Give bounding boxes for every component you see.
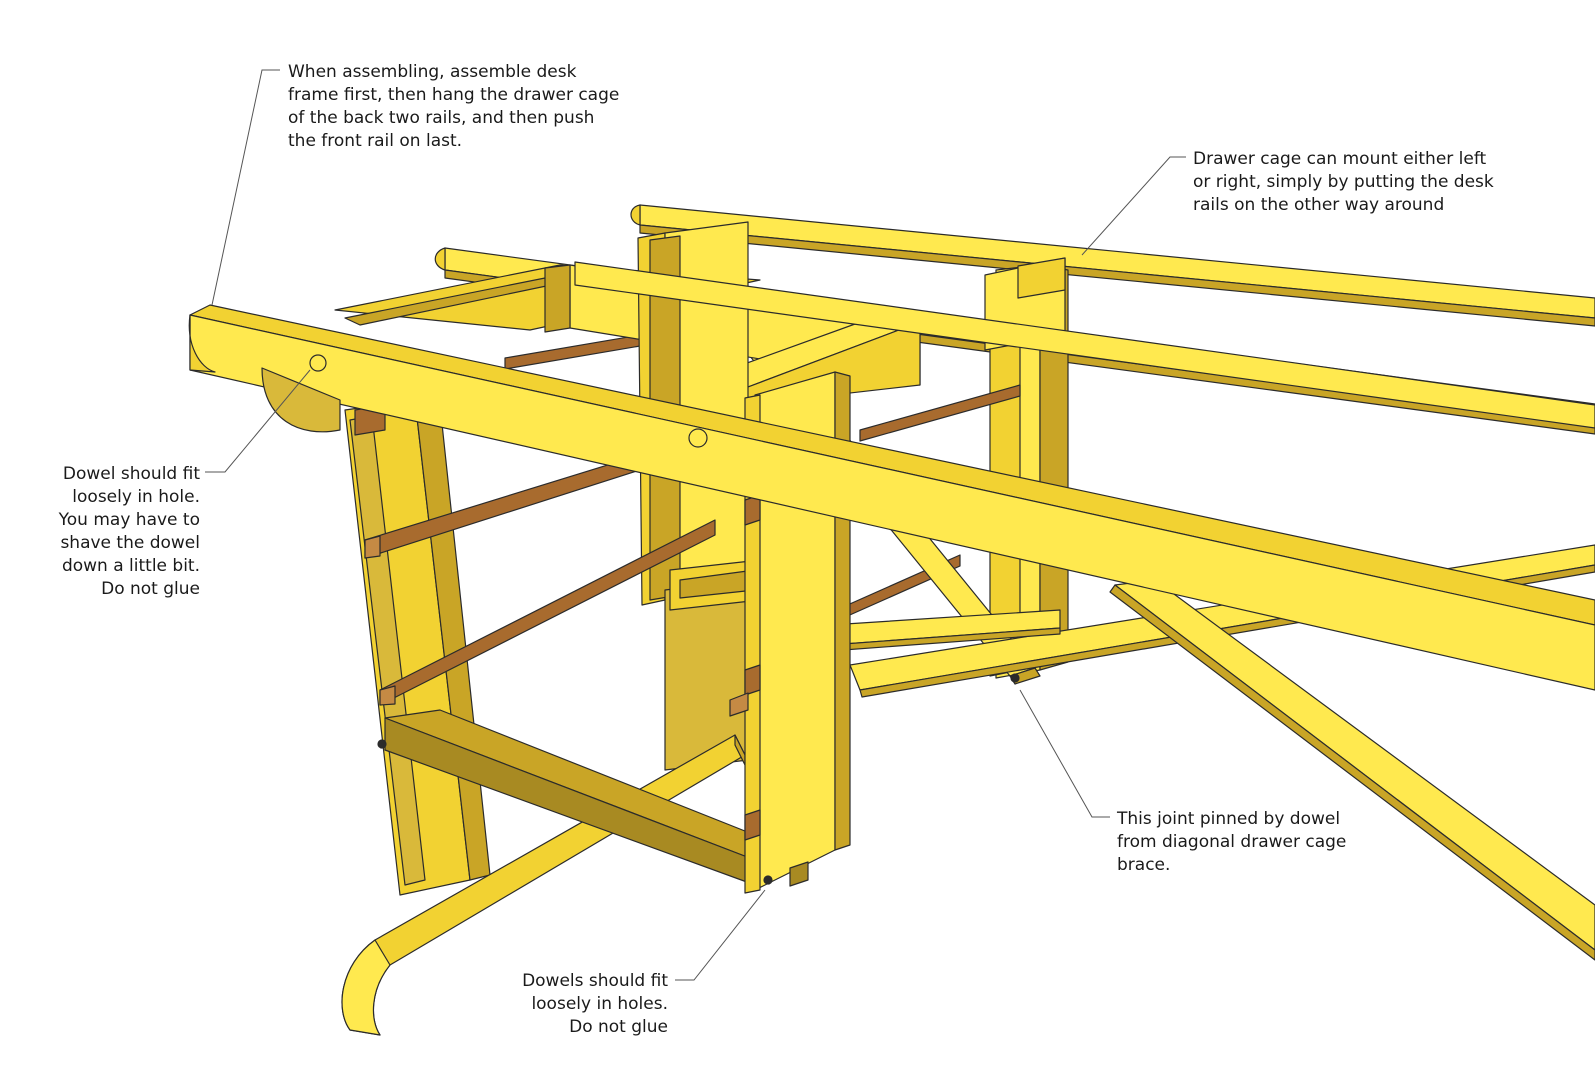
leader-lines (205, 69, 1186, 981)
cage-bottom-stretcher (384, 709, 756, 886)
callout-line: frame first, then hang the drawer cage (288, 85, 620, 105)
callout-line: rails on the other way around (1193, 195, 1445, 215)
cage-lower-side-board (669, 559, 761, 611)
callout-line: down a little bit. (61, 556, 200, 576)
callout-line: Dowel should fit (62, 464, 200, 484)
callout-line: You may have to (58, 510, 200, 530)
leader-joint (1019, 689, 1110, 818)
callout-line: of the back two rails, and then push (288, 108, 595, 128)
callout-line: the front rail on last. (288, 131, 463, 151)
callout-assembly: When assembling, assemble desk frame fir… (288, 61, 619, 153)
leader-dowels (675, 889, 766, 981)
callout-line: or right, simply by putting the desk (1193, 172, 1494, 192)
callout-line: This joint pinned by dowel (1117, 809, 1341, 829)
callout-line: Dowels should fit (522, 971, 668, 991)
callout-dowels: Dowels should fit loosely in holes. Do n… (470, 970, 668, 1039)
callout-line: loosely in hole. (72, 487, 200, 507)
callout-dowel-hole: Dowel should fit loosely in hole. You ma… (40, 463, 200, 601)
callout-line: Drawer cage can mount either left (1193, 149, 1487, 169)
callout-line: loosely in holes. (531, 994, 668, 1014)
callout-line: When assembling, assemble desk (288, 62, 577, 82)
leader-dowel-hole (205, 369, 311, 473)
front-desk-rail (188, 304, 1595, 691)
leader-drawer-cage (1081, 156, 1186, 256)
callout-line: from diagonal drawer cage (1117, 832, 1347, 852)
callout-line: brace. (1117, 855, 1171, 875)
leader-assembly (211, 69, 280, 306)
callout-drawer-cage: Drawer cage can mount either left or rig… (1193, 148, 1494, 217)
back-rail-far (630, 204, 1595, 327)
back-rail-upper (574, 261, 1595, 429)
callout-line: Do not glue (101, 579, 200, 599)
floor-stretcher-back (829, 609, 1061, 652)
rail-dowel-holes (309, 354, 1020, 885)
callout-line: Do not glue (569, 1017, 668, 1037)
callout-line: shave the dowel (60, 533, 200, 553)
callout-joint: This joint pinned by dowel from diagonal… (1117, 808, 1346, 877)
